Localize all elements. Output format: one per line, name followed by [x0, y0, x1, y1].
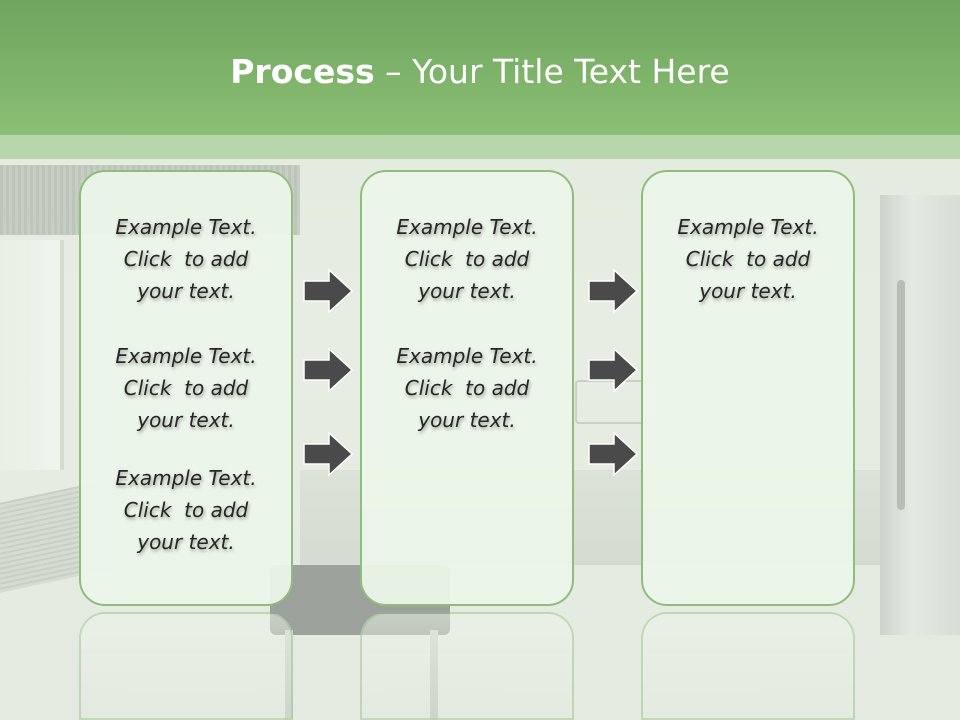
arrow-right-icon — [303, 348, 353, 392]
text-line: Click to add — [685, 247, 811, 271]
title-strip — [0, 135, 960, 159]
text-block-1-1[interactable]: Example Text. Click to add your text. — [79, 211, 293, 307]
text-line: your text. — [699, 279, 797, 303]
text-line: Example Text. — [115, 344, 257, 368]
bg-fridge — [880, 195, 960, 635]
text-line: Example Text. — [396, 215, 538, 239]
arrow-right-icon — [303, 432, 353, 476]
text-line: Click to add — [404, 376, 530, 400]
slide-title[interactable]: Process – Your Title Text Here — [0, 52, 960, 91]
bg-fridge-handle — [897, 280, 905, 510]
arrow-right-icon — [588, 348, 638, 392]
process-box-1[interactable] — [79, 170, 293, 606]
text-block-2-2[interactable]: Example Text. Click to add your text. — [360, 340, 574, 436]
text-line: your text. — [137, 408, 235, 432]
text-line: your text. — [137, 530, 235, 554]
text-block-1-2[interactable]: Example Text. Click to add your text. — [79, 340, 293, 436]
text-block-1-3[interactable]: Example Text. Click to add your text. — [79, 462, 293, 558]
text-line: Click to add — [123, 247, 249, 271]
text-line: Example Text. — [677, 215, 819, 239]
process-box-3-reflection — [641, 612, 855, 720]
title-rest: – Your Title Text Here — [374, 52, 730, 91]
process-box-1-reflection — [79, 612, 293, 720]
text-line: Click to add — [123, 376, 249, 400]
text-line: Example Text. — [396, 344, 538, 368]
text-line: Click to add — [404, 247, 530, 271]
arrow-right-icon — [588, 432, 638, 476]
text-block-2-1[interactable]: Example Text. Click to add your text. — [360, 211, 574, 307]
title-band — [0, 0, 960, 135]
text-line: your text. — [418, 408, 516, 432]
process-box-2[interactable] — [360, 170, 574, 606]
text-line: your text. — [418, 279, 516, 303]
text-line: Example Text. — [115, 215, 257, 239]
process-box-2-reflection — [360, 612, 574, 720]
text-line: Example Text. — [115, 466, 257, 490]
text-line: Click to add — [123, 498, 249, 522]
text-block-3-1[interactable]: Example Text. Click to add your text. — [641, 211, 855, 307]
title-bold: Process — [230, 52, 375, 91]
arrow-right-icon — [588, 269, 638, 313]
text-line: your text. — [137, 279, 235, 303]
bg-window — [0, 240, 64, 470]
arrow-right-icon — [303, 269, 353, 313]
process-box-3[interactable] — [641, 170, 855, 606]
